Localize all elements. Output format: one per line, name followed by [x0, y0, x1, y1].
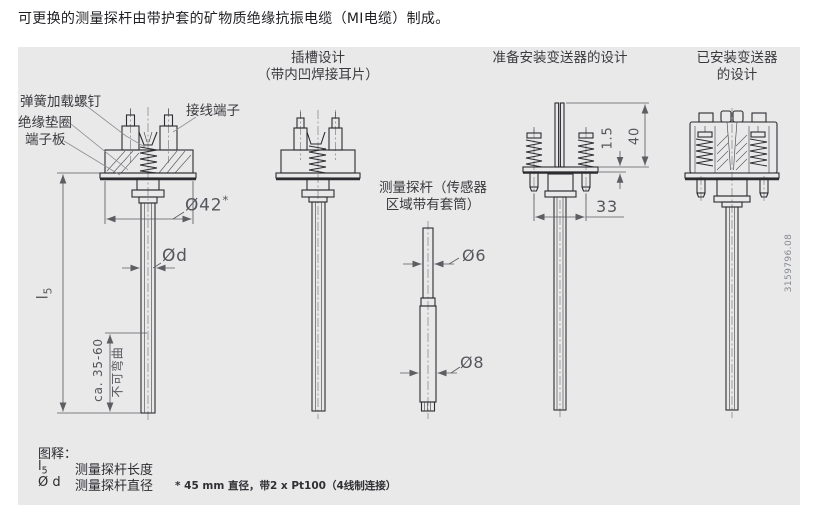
dim-diameter-6: Ø6: [462, 246, 487, 265]
probe-sleeve-drawing: [419, 227, 437, 412]
label-probe-sleeve-line2: 区域带有套筒）: [385, 197, 481, 213]
legend-text-probe-length: 测量探杆长度: [75, 463, 154, 478]
column-header-installed-line2: 的设计: [716, 67, 758, 83]
dim-diameter-8: Ø8: [460, 353, 485, 372]
column-header-slot-line2: （带内凹焊接耳片）: [257, 67, 379, 83]
dim-wire-length: 40: [627, 126, 643, 146]
label-probe-sleeve: 测量探杆（传感器 区域带有套筒）: [353, 180, 513, 214]
dim-screw-spacing: 33: [596, 197, 618, 216]
probe-prepared-drawing: [522, 102, 599, 411]
legend-symbol-diameter-d: Ø d: [38, 475, 61, 490]
probe-insert-dimensions: [57, 172, 194, 414]
probe-slot-drawing: [275, 112, 361, 412]
legend-footnote: * 45 mm 直径，带2 x Pt100（4线制连接）: [175, 480, 397, 492]
label-insulation-washer: 绝缘垫圈: [18, 115, 72, 131]
label-terminal-board: 端子板: [25, 132, 66, 148]
figure-panel: 插槽设计 （带内凹焊接耳片） 准备安装变送器的设计 已安装变送器 的设计 弹簧加…: [18, 47, 800, 505]
dim-diameter-42: Ø42*: [185, 193, 230, 216]
label-leader-lines: [63, 103, 197, 176]
column-header-installed-line1: 已安装变送器: [696, 50, 778, 66]
probe-installed-drawing: [684, 110, 780, 411]
label-probe-sleeve-line1: 测量探杆（传感器: [379, 180, 487, 196]
column-header-slot: 插槽设计 （带内凹焊接耳片）: [218, 50, 418, 84]
label-spring-loaded-screw: 弹簧加载螺钉: [20, 94, 101, 110]
dim-diameter-d: Ød: [162, 246, 188, 266]
technical-drawing: [57, 102, 780, 420]
probe-sleeve-dimensions: [400, 257, 461, 377]
legend-title: 图释：: [38, 447, 78, 462]
dim-ca-range: ca. 35-60: [91, 338, 105, 402]
dim-no-bend: 不可弯曲: [110, 346, 125, 398]
legend-text-probe-diameter: 测量探杆直径: [75, 479, 154, 494]
column-header-installed: 已安装变送器 的设计: [657, 50, 814, 84]
intro-text: 可更换的测量探杆由带护套的矿物质绝缘抗振电缆（MI电缆）制成。: [18, 11, 450, 27]
dim-plate-thickness: 1.5: [600, 126, 616, 150]
dim-l5: l5: [33, 286, 55, 300]
column-header-slot-line1: 插槽设计: [291, 50, 345, 66]
label-connection-terminal: 接线端子: [186, 103, 240, 119]
probe-prepared-dimensions: [533, 102, 649, 221]
probe-insert-drawing: [99, 109, 197, 414]
column-header-prepared: 准备安装变送器的设计: [492, 50, 628, 66]
document-number: 3159796.08: [784, 233, 794, 293]
legend-symbol-l5: l5: [38, 459, 48, 477]
